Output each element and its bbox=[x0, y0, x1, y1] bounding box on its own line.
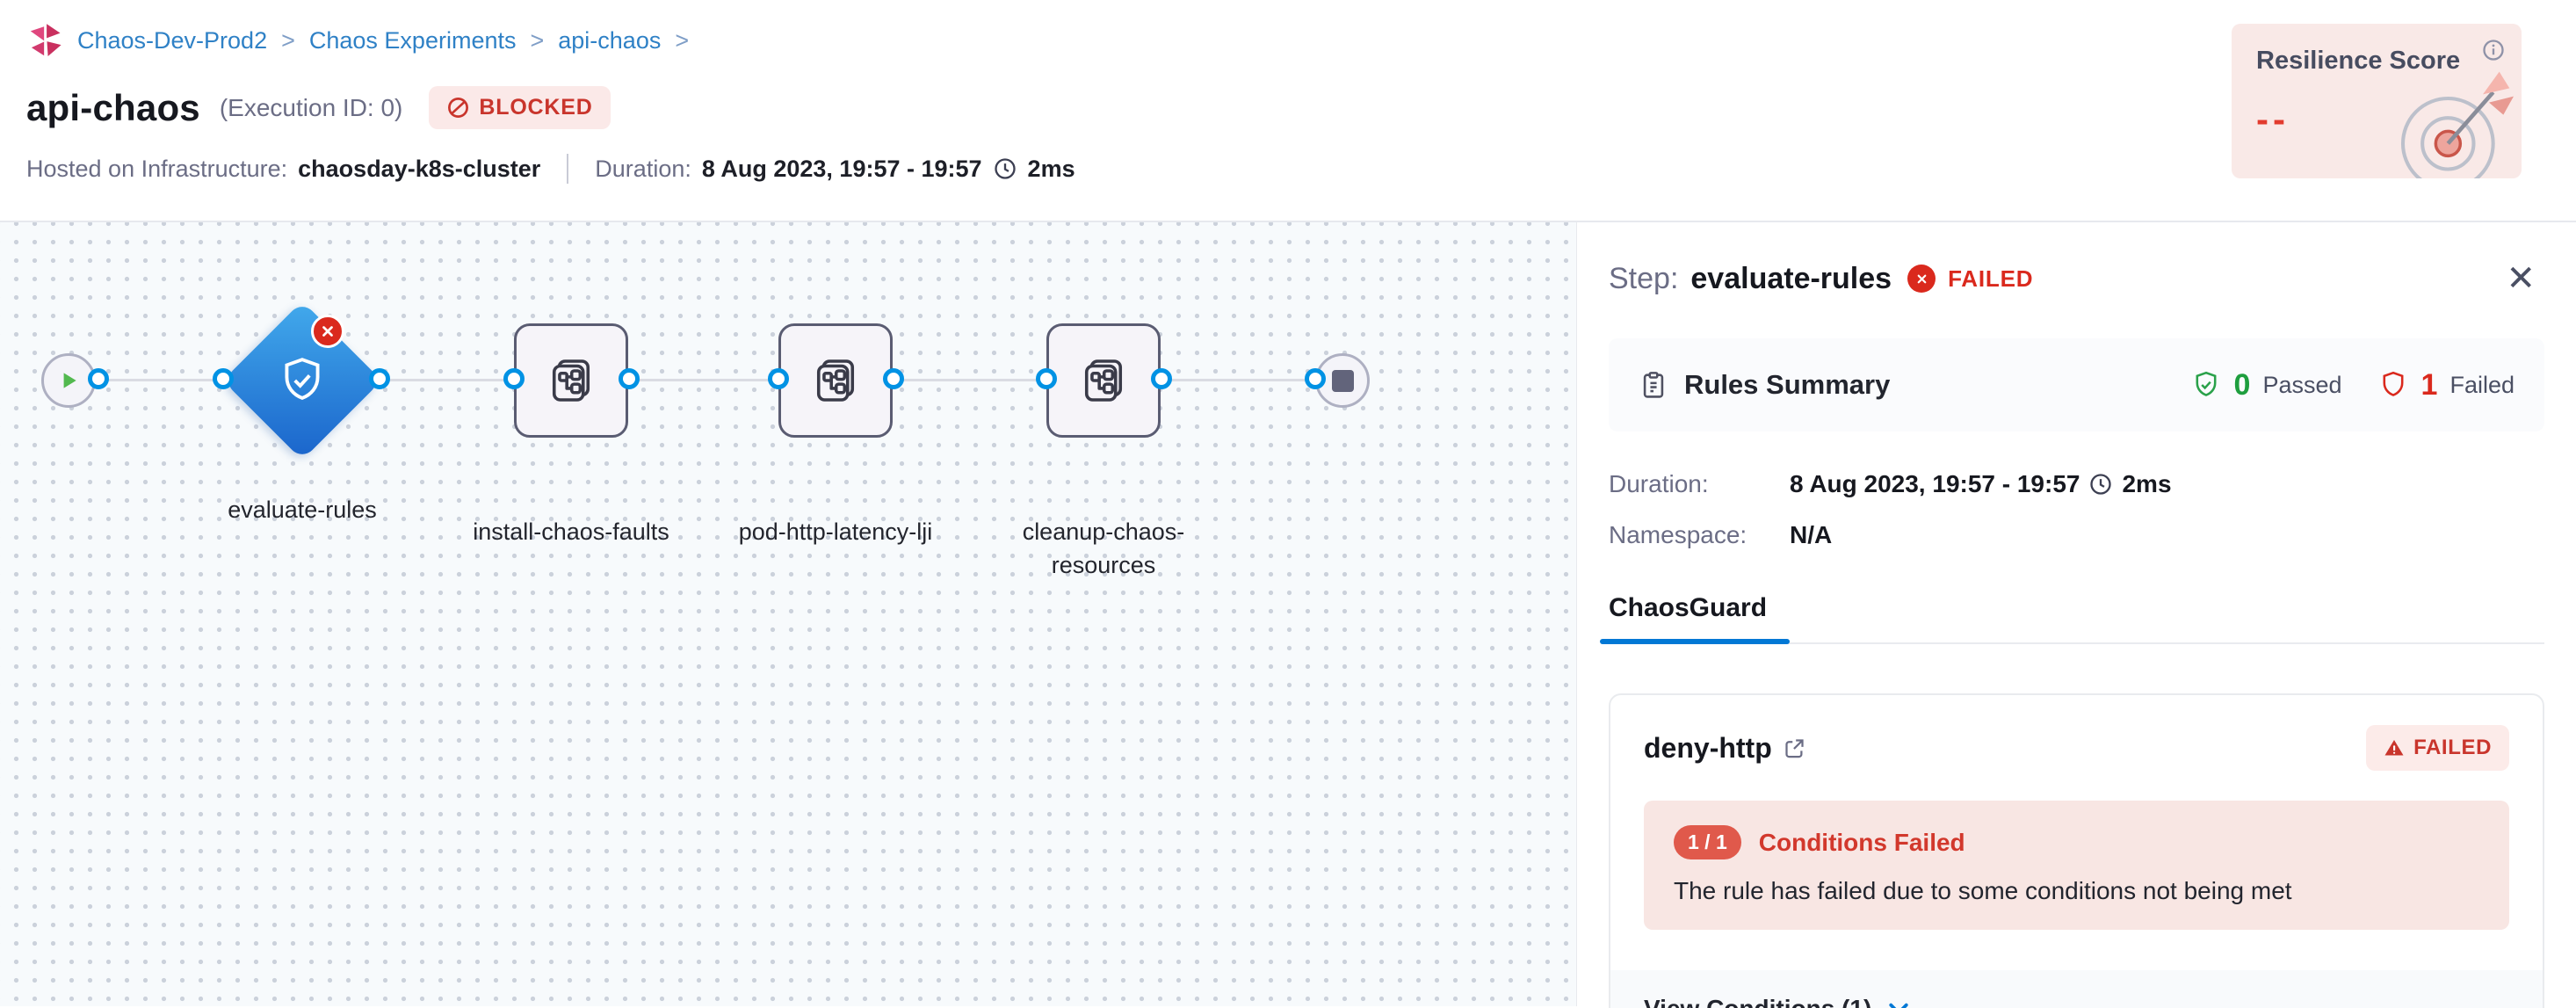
external-link-icon[interactable] bbox=[1783, 736, 1806, 760]
conditions-ratio-badge: 1 / 1 bbox=[1674, 825, 1741, 859]
pipeline-node-pod-http-latency[interactable] bbox=[778, 323, 893, 438]
target-dart-illustration bbox=[2400, 71, 2514, 178]
step-details-panel: Step: evaluate-rules FAILED ✕ bbox=[1576, 222, 2576, 1008]
divider bbox=[567, 154, 569, 184]
rule-link[interactable]: deny-http bbox=[1644, 732, 1806, 765]
warning-icon bbox=[2384, 740, 2404, 756]
breadcrumb-experiment-link[interactable]: api-chaos bbox=[558, 26, 662, 54]
resilience-score-card: Resilience Score -- bbox=[2232, 24, 2522, 178]
title-row: api-chaos (Execution ID: 0) BLOCKED bbox=[26, 86, 2576, 129]
duration-ms: 2ms bbox=[2122, 470, 2172, 497]
edge-port bbox=[88, 368, 109, 389]
edge-port bbox=[768, 368, 789, 389]
chaos-module-logo-icon bbox=[26, 21, 65, 60]
duration-row: Duration: 8 Aug 2023, 19:57 - 19:57 2ms bbox=[1609, 470, 2544, 498]
duration-ms: 2ms bbox=[1027, 155, 1075, 182]
edge-port bbox=[619, 368, 640, 389]
rule-name: deny-http bbox=[1644, 731, 1772, 764]
duration-label: Duration: bbox=[595, 155, 691, 182]
node-label: install-chaos-faults bbox=[473, 519, 669, 545]
step-status-text: FAILED bbox=[1948, 265, 2034, 292]
conditions-failed-title: Conditions Failed bbox=[1758, 828, 1965, 856]
view-conditions-label: View Conditions (1) bbox=[1644, 995, 1871, 1008]
edge-port bbox=[1151, 368, 1172, 389]
clock-icon bbox=[993, 156, 1017, 181]
step-name: evaluate-rules bbox=[1690, 261, 1892, 295]
rules-summary-title: Rules Summary bbox=[1684, 369, 1891, 400]
failed-count: 1 bbox=[2420, 367, 2438, 402]
stop-icon bbox=[1331, 369, 1354, 392]
namespace-label: Namespace: bbox=[1609, 521, 1747, 548]
rule-failed-badge: FAILED bbox=[2366, 725, 2509, 771]
breadcrumb-project-link[interactable]: Chaos-Dev-Prod2 bbox=[77, 26, 268, 54]
edge-port bbox=[503, 368, 525, 389]
pipeline-node-install-chaos-faults[interactable] bbox=[514, 323, 628, 438]
chaos-fault-icon bbox=[1084, 359, 1123, 402]
conditions-failed-alert: 1 / 1 Conditions Failed The rule has fai… bbox=[1644, 801, 2509, 930]
view-conditions-toggle[interactable]: View Conditions (1) bbox=[1610, 970, 2543, 1008]
step-label: Step: bbox=[1609, 261, 1679, 295]
breadcrumb-separator: > bbox=[530, 26, 545, 54]
shield-passed-icon bbox=[2196, 371, 2217, 396]
breadcrumb-separator: > bbox=[281, 26, 295, 54]
shield-check-icon bbox=[285, 358, 320, 400]
clock-icon bbox=[2088, 472, 2113, 497]
resilience-score-value: -- bbox=[2256, 98, 2290, 140]
namespace-value: N/A bbox=[1790, 521, 1833, 548]
step-header: Step: evaluate-rules FAILED ✕ bbox=[1609, 261, 2544, 296]
breadcrumb-separator: > bbox=[675, 26, 690, 54]
rules-summary-card: Rules Summary 0 Passed 1 Failed bbox=[1609, 338, 2544, 431]
rule-card-deny-http: deny-http FAILE bbox=[1609, 693, 2544, 1008]
passed-count: 0 bbox=[2233, 367, 2251, 402]
page-header: Chaos-Dev-Prod2 > Chaos Experiments > ap… bbox=[0, 0, 2576, 222]
chevron-down-icon bbox=[1889, 1003, 1908, 1008]
infra-label: Hosted on Infrastructure: bbox=[26, 155, 288, 182]
experiment-meta-row: Hosted on Infrastructure: chaosday-k8s-c… bbox=[26, 154, 2576, 184]
edge-port bbox=[1305, 368, 1326, 389]
pipeline-node-cleanup-chaos-resources[interactable] bbox=[1046, 323, 1161, 438]
info-icon[interactable] bbox=[2481, 38, 2506, 62]
passed-label: Passed bbox=[2262, 371, 2342, 398]
step-failed-icon bbox=[1907, 265, 1936, 293]
pipeline-edge bbox=[88, 379, 1318, 381]
duration-label: Duration: bbox=[1609, 470, 1709, 497]
node-label: pod-http-latency-lji bbox=[738, 519, 933, 545]
node-failed-badge-icon bbox=[311, 315, 344, 348]
namespace-row: Namespace: N/A bbox=[1609, 521, 2544, 549]
duration-value: 8 Aug 2023, 19:57 - 19:57 bbox=[701, 155, 982, 182]
node-label: evaluate-rules bbox=[228, 497, 377, 523]
edge-port bbox=[1036, 368, 1057, 389]
breadcrumb-experiments-link[interactable]: Chaos Experiments bbox=[308, 26, 517, 54]
node-label: cleanup-chaos-resources bbox=[1022, 519, 1185, 578]
pipeline-node-evaluate-rules[interactable] bbox=[222, 301, 382, 460]
breadcrumb: Chaos-Dev-Prod2 > Chaos Experiments > ap… bbox=[26, 21, 2576, 60]
execution-id: (Execution ID: 0) bbox=[219, 93, 403, 121]
page-title: api-chaos bbox=[26, 86, 200, 128]
chaos-fault-icon bbox=[552, 359, 590, 402]
panel-tabs: ChaosGuard bbox=[1599, 593, 2544, 644]
failed-label: Failed bbox=[2449, 371, 2514, 398]
tab-chaosguard[interactable]: ChaosGuard bbox=[1599, 593, 1791, 644]
conditions-failed-message: The rule has failed due to some conditio… bbox=[1674, 877, 2292, 904]
edge-port bbox=[369, 368, 390, 389]
close-icon[interactable]: ✕ bbox=[2506, 259, 2536, 298]
shield-failed-icon bbox=[2383, 371, 2404, 396]
pipeline-canvas[interactable]: evaluate-rules install-chaos-faults pod-… bbox=[0, 222, 1576, 1006]
infra-value: chaosday-k8s-cluster bbox=[298, 155, 541, 182]
play-icon bbox=[63, 373, 76, 388]
clipboard-icon bbox=[1643, 372, 1664, 398]
blocked-icon bbox=[448, 98, 469, 118]
chaos-fault-icon bbox=[816, 359, 855, 402]
blocked-status-badge: BLOCKED bbox=[429, 86, 611, 129]
duration-value: 8 Aug 2023, 19:57 - 19:57 bbox=[1790, 470, 2080, 497]
edge-port bbox=[213, 368, 234, 389]
main-content: evaluate-rules install-chaos-faults pod-… bbox=[0, 222, 2576, 1008]
resilience-score-title: Resilience Score bbox=[2256, 47, 2461, 75]
edge-port bbox=[883, 368, 904, 389]
